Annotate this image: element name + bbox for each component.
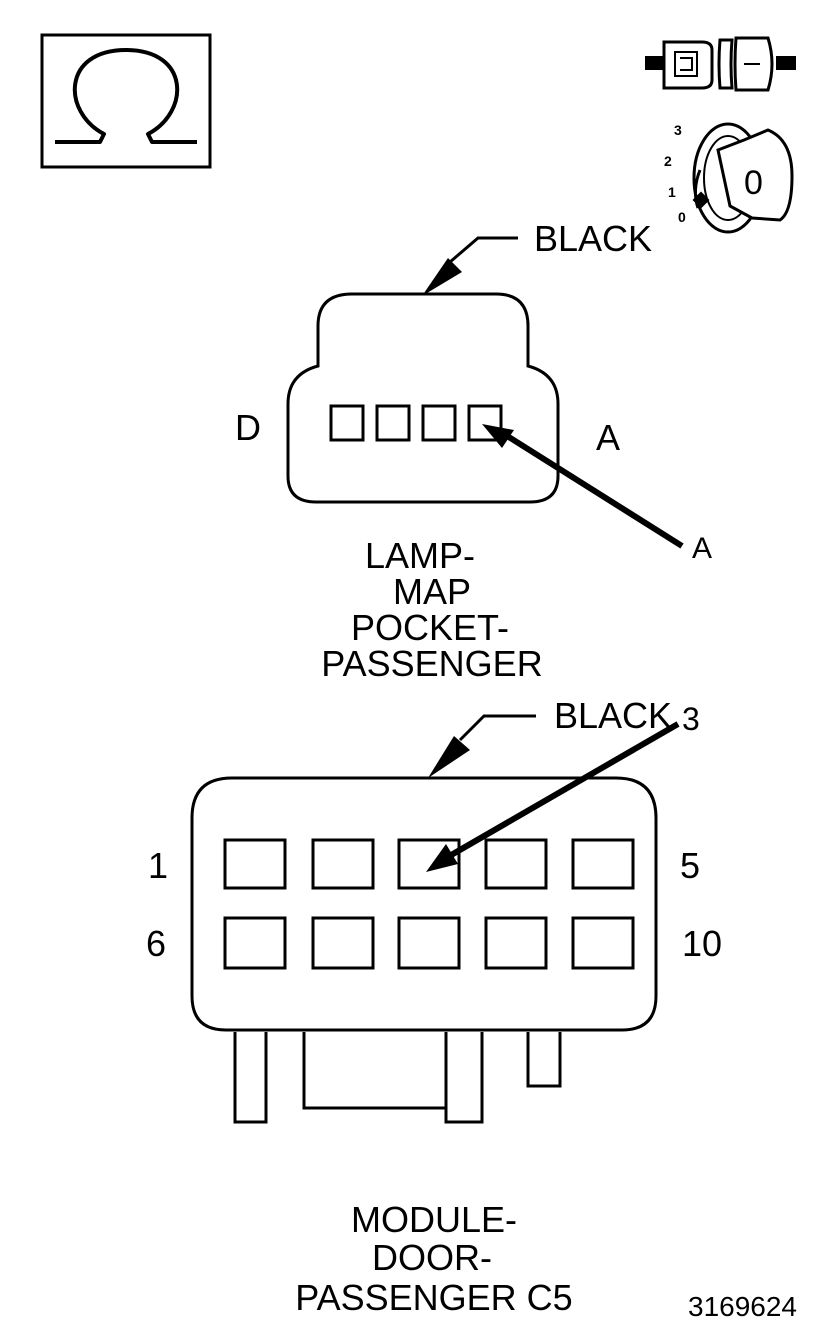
bottom-connector-pin-10-label: 10 (682, 923, 722, 964)
bottom-connector-pin-5-label: 5 (680, 845, 700, 886)
ohmmeter-icon (40, 33, 212, 169)
key-position-2: 2 (664, 153, 672, 169)
ignition-key-icon: 3 2 1 0 0 (664, 122, 794, 234)
top-connector-name-line-3: POCKET- (351, 607, 509, 648)
top-connector-pin-a-label: A (596, 417, 620, 458)
bottom-connector-name-line-1: MODULE- (351, 1199, 517, 1240)
key-position-1: 1 (668, 184, 676, 200)
top-connector-color-label: BLACK (534, 218, 652, 259)
top-connector-pointer-label: A (692, 532, 712, 565)
bottom-connector-pointer-label: 3 (682, 701, 700, 737)
bottom-connector-name-line-3: PASSENGER C5 (295, 1277, 572, 1318)
key-position-label: 0 (744, 164, 763, 202)
disconnected-connector-icon (645, 36, 796, 92)
top-connector-name-line-2: MAP (393, 571, 471, 612)
figure-id: 3169624 (688, 1291, 797, 1322)
top-connector-name-line-4: PASSENGER (321, 643, 542, 684)
key-position-0: 0 (678, 209, 686, 225)
bottom-connector-name-line-2: DOOR- (372, 1237, 492, 1278)
bottom-connector-color-label: BLACK (554, 695, 672, 736)
bottom-connector-pin-6-label: 6 (146, 923, 166, 964)
key-position-3: 3 (674, 122, 682, 138)
top-connector-name-line-1: LAMP- (365, 535, 475, 576)
lamp-map-pocket-connector: BLACK D A A LAMP- MAP POCKET- PASSENGER (235, 218, 712, 684)
top-connector-pin-d-label: D (235, 407, 261, 448)
bottom-connector-pin-1-label: 1 (148, 845, 168, 886)
module-door-passenger-connector: BLACK 3 1 5 6 10 MODULE- DOOR- PASSENGER… (146, 695, 722, 1318)
